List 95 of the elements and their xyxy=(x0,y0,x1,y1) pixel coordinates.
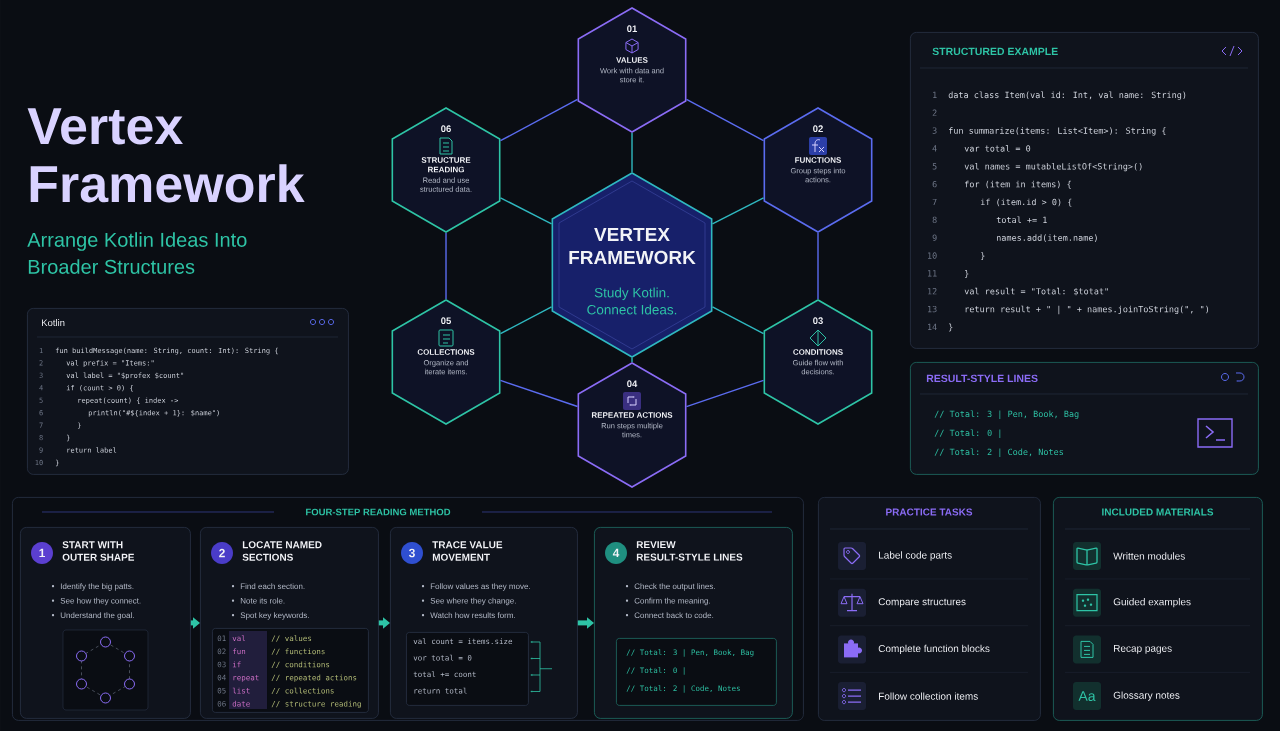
card-title: VALUES xyxy=(616,57,648,63)
step-card xyxy=(20,527,191,719)
subtitle: Arrange Kotlin Ideas Into Broader Structures xyxy=(27,232,247,274)
code-line: var total = 0 xyxy=(964,145,1031,152)
output-line: // Total: 2 | Code, Notes xyxy=(934,448,1063,457)
page-title: Vertex Framework xyxy=(27,108,305,203)
code-line: fun summarize(items: List<Item>): String { xyxy=(949,127,1166,136)
line-numbers: 1 2 3 4 5 6 7 8 9 10 11 12 13 14 xyxy=(928,91,937,331)
bullet-item: Understand the goal. xyxy=(51,612,134,620)
center-title: VERTEX FRAMEWORK xyxy=(569,227,696,265)
code-box xyxy=(406,632,553,706)
code-panel xyxy=(910,32,1259,349)
connector-line xyxy=(631,132,633,173)
output-line: // Total: 3 | Pen, Book, Bag xyxy=(934,410,1079,419)
card-title: STRUCTURE READING xyxy=(421,157,471,173)
connector-line xyxy=(499,197,553,225)
code-line: total += 1 xyxy=(996,216,1047,224)
connector-line xyxy=(499,306,553,335)
hexagon-card xyxy=(391,107,501,233)
panel-title: PRACTICE TASKS xyxy=(886,508,973,516)
connector-line xyxy=(499,379,579,408)
output-box xyxy=(616,638,777,706)
panel-title: INCLUDED MATERIALS xyxy=(1102,508,1214,516)
list-item: Recap pages xyxy=(1114,644,1172,654)
output-panel xyxy=(910,362,1259,475)
list-item: Complete function blocks xyxy=(878,644,990,655)
hexagon-card xyxy=(763,299,873,425)
list-panel xyxy=(1053,497,1263,721)
connector-line xyxy=(817,232,819,300)
bullet-item: See how they connect. xyxy=(51,597,141,606)
bullet-item: Watch how results form. xyxy=(421,612,515,619)
card-number: 06 xyxy=(441,125,451,133)
bullet-item: Identify the big patts. xyxy=(51,583,134,591)
code-line: } xyxy=(949,323,953,332)
step-badge: 1 xyxy=(31,542,53,564)
code-panel xyxy=(27,308,349,475)
step-badge: 4 xyxy=(605,542,627,564)
card-number: 03 xyxy=(813,317,823,325)
connector-line xyxy=(711,197,765,225)
list-item: Follow collection items xyxy=(879,692,978,700)
card-title: CONDITIONS xyxy=(793,349,843,355)
connector-line xyxy=(685,379,765,408)
step-badge: 3 xyxy=(401,542,423,564)
step-title: START WITH OUTER SHAPE xyxy=(62,541,135,561)
bullet-item: Spot key keywords. xyxy=(231,612,309,620)
card-title: REPEATED ACTIONS xyxy=(591,412,673,418)
card-title: COLLECTIONS xyxy=(417,349,475,355)
list-item: Glossary notes xyxy=(1113,691,1180,701)
card-number: 02 xyxy=(813,125,823,133)
code-line: val result = "Total: $totat" xyxy=(964,287,1108,296)
hexagon-card xyxy=(763,107,873,233)
center-subtitle: Study Kotlin. Connect Ideas. xyxy=(587,287,677,315)
list-item: Label code parts xyxy=(879,551,952,561)
code-table xyxy=(212,628,369,713)
card-number: 04 xyxy=(627,380,638,388)
code-line: if (item.id > 0) { xyxy=(980,198,1072,207)
list-panel xyxy=(818,497,1041,721)
connector-line xyxy=(445,232,447,300)
list-item: Guided examples xyxy=(1113,598,1191,608)
code-line: names.add(item.name) xyxy=(997,234,1097,242)
code-line: data class Item(val id: Int, val name: String) xyxy=(948,91,1186,100)
bullet-item: Follow values as they move. xyxy=(421,583,530,591)
connector-line xyxy=(711,306,765,335)
list-item: Compare structures xyxy=(878,598,966,608)
bullet-item: Check the output lines. xyxy=(625,583,715,591)
connector-line xyxy=(499,98,579,142)
step-title: TRACE VALUE MOVEMENT xyxy=(432,541,503,561)
panel-title: STRUCTURED EXAMPLE xyxy=(932,47,1058,56)
hexagon-card xyxy=(577,362,687,488)
panel-title: Kotlin xyxy=(42,319,65,327)
list-item: Written modules xyxy=(1113,552,1185,560)
step-title: REVIEW RESULT-STYLE LINES xyxy=(636,541,743,561)
code-line: } xyxy=(965,270,969,278)
card-number: 01 xyxy=(627,25,637,33)
bullet-item: Note its role. xyxy=(231,597,285,604)
hexagon-card xyxy=(391,299,501,425)
bullet-item: Confirm the meaning. xyxy=(625,597,710,606)
code-line: return result + " | " + names.joinToString(", ") xyxy=(965,305,1209,315)
connector-line xyxy=(631,357,633,363)
section-title: FOUR-STEP READING METHOD xyxy=(306,508,451,516)
code-line: for (item in items) { xyxy=(965,180,1071,189)
card-title: FUNCTIONS xyxy=(795,157,841,163)
bullet-item: See where they change. xyxy=(421,597,516,606)
connector-line xyxy=(685,98,765,142)
hexagon-card xyxy=(577,7,687,133)
code-line: val names = mutableListOf<String>() xyxy=(964,162,1142,172)
bullet-item: Connect back to code. xyxy=(625,612,714,619)
code-line: } xyxy=(981,252,985,261)
panel-title: RESULT-STYLE LINES xyxy=(926,374,1038,383)
center-hexagon xyxy=(551,172,713,358)
card-number: 05 xyxy=(441,317,452,325)
output-line: // Total: 0 | xyxy=(934,429,1001,438)
step-badge: 2 xyxy=(211,542,233,564)
step-title: LOCATE NAMED SECTIONS xyxy=(242,541,322,561)
bullet-item: Find each section. xyxy=(231,583,305,590)
